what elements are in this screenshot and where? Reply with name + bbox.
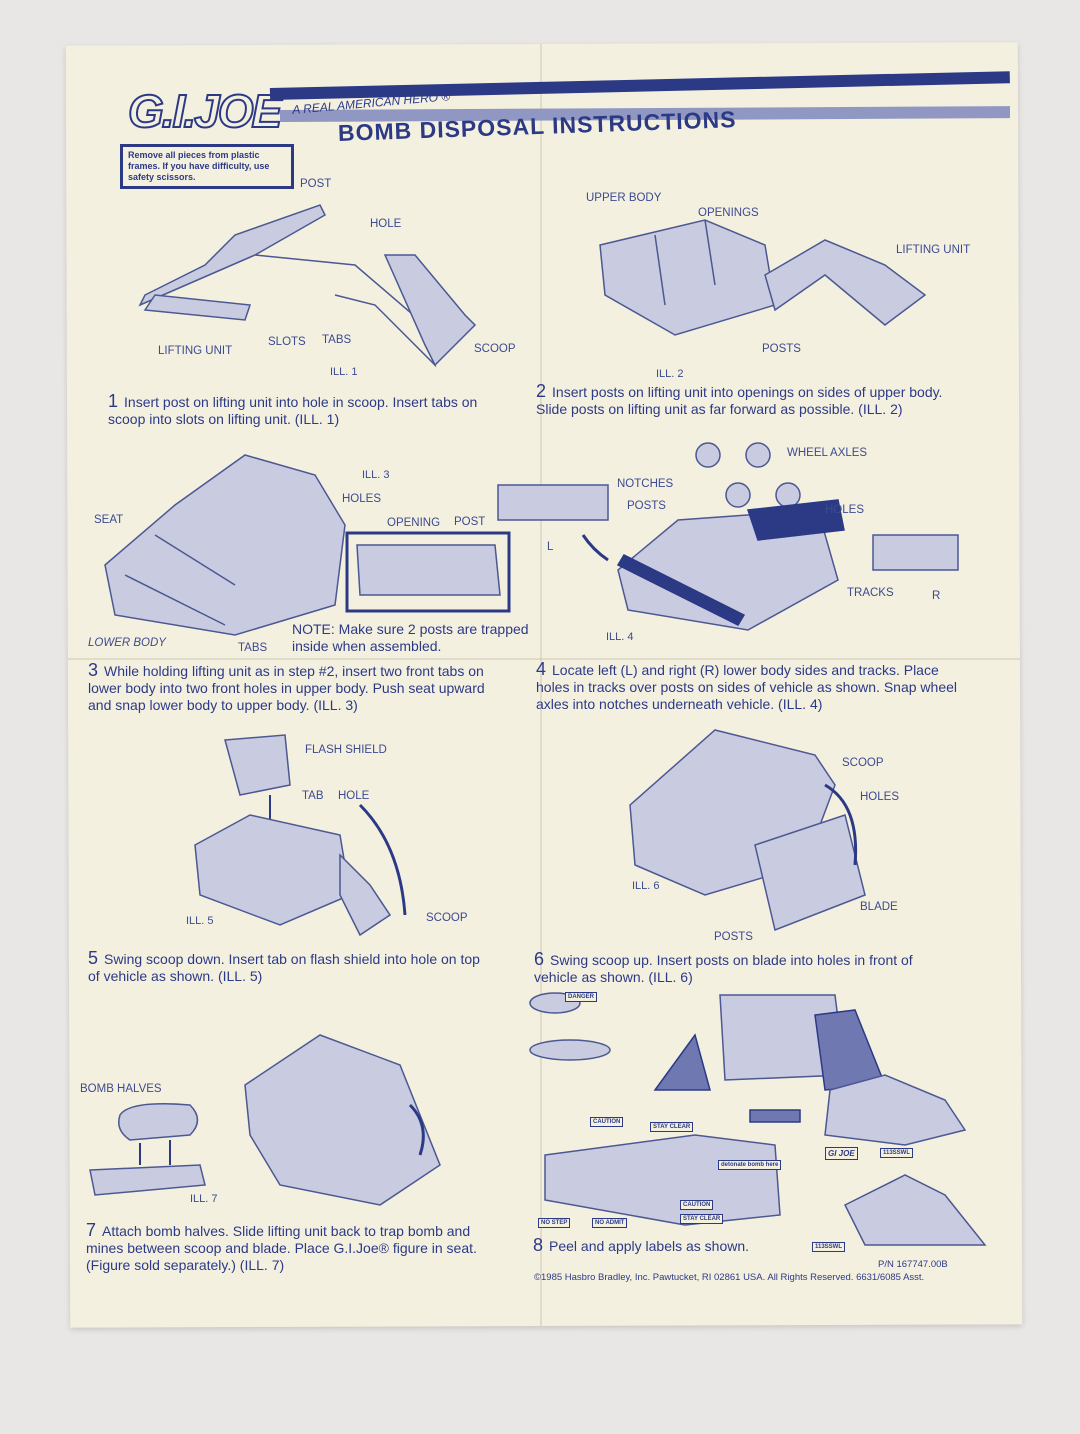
callout: BOMB HALVES — [80, 1083, 162, 1095]
callout: OPENINGS — [698, 207, 759, 219]
callout: SCOOP — [474, 343, 516, 355]
callout: BLADE — [860, 901, 898, 913]
illustration-7 — [89, 1034, 441, 1206]
callout: TAB — [302, 790, 324, 802]
illustration-3 — [104, 454, 511, 636]
decal-label: 113SSWL — [880, 1148, 914, 1158]
callout: NOTCHES — [617, 478, 674, 490]
ill-label: ILL. 7 — [190, 1193, 218, 1205]
decal-label: CAUTION — [680, 1200, 714, 1210]
callout: TRACKS — [847, 587, 894, 599]
callout: LIFTING UNIT — [896, 244, 971, 256]
ill-label: ILL. 4 — [606, 631, 634, 643]
decal-label: 113SSWL — [812, 1242, 846, 1252]
callout: HOLES — [860, 791, 899, 803]
callout: LIFTING UNIT — [158, 345, 233, 357]
decal-label: STAY CLEAR — [680, 1214, 724, 1224]
callout: POST — [300, 178, 332, 190]
ill-label: ILL. 1 — [330, 366, 358, 378]
callout: LOWER BODY — [88, 637, 166, 649]
callout: HOLES — [342, 493, 381, 505]
callout: SCOOP — [842, 757, 884, 769]
callout: POSTS — [714, 931, 753, 943]
illustration-2 — [599, 219, 927, 336]
ill-label: ILL. 2 — [656, 368, 684, 380]
decal-label: DANGER — [565, 992, 598, 1002]
ill3-note: NOTE: Make sure 2 posts are trapped insi… — [292, 621, 529, 654]
callout: POSTS — [627, 500, 666, 512]
decal-label: detonate bomb here — [718, 1160, 782, 1170]
callout: UPPER BODY — [586, 192, 662, 204]
callout: WHEEL AXLES — [787, 447, 868, 459]
decal-label: NO STEP — [538, 1218, 571, 1228]
callout: SCOOP — [426, 912, 468, 924]
callout: SEAT — [94, 514, 124, 526]
ill-label: ILL. 6 — [632, 880, 660, 892]
callout: OPENING — [387, 517, 441, 529]
ill-label: ILL. 3 — [362, 469, 390, 481]
ill-label: ILL. 5 — [186, 915, 214, 927]
callout: TABS — [238, 642, 268, 654]
copyright: ©1985 Hasbro Bradley, Inc. Pawtucket, RI… — [534, 1272, 925, 1283]
callout: R — [932, 590, 941, 602]
illustration-5 — [194, 734, 407, 937]
callout: FLASH SHIELD — [305, 744, 387, 756]
callout: HOLE — [338, 790, 370, 802]
fold-crease-vertical — [540, 44, 542, 1326]
decal-label: STAY CLEAR — [650, 1122, 694, 1132]
decal-label: CAUTION — [590, 1117, 624, 1127]
callout: HOLES — [825, 504, 864, 516]
callout: POST — [454, 516, 486, 528]
illustration-4 — [497, 442, 959, 631]
callout: TABS — [322, 334, 352, 346]
decal-label: GI JOE — [825, 1147, 858, 1160]
gi-joe-logo: G.I.JOE — [127, 84, 283, 138]
callout: L — [547, 541, 554, 553]
decal-label: NO ADMIT — [592, 1218, 628, 1228]
fold-crease-horizontal — [68, 658, 1020, 660]
part-number: P/N 167747.00B — [878, 1259, 948, 1270]
illustration-1 — [138, 204, 477, 368]
callout: HOLE — [370, 218, 402, 230]
callout: SLOTS — [268, 336, 306, 348]
scissors-note: Remove all pieces from plastic frames. I… — [120, 144, 294, 189]
callout: POSTS — [762, 343, 801, 355]
illustration-6 — [629, 729, 866, 932]
decal-illustration — [529, 992, 987, 1246]
